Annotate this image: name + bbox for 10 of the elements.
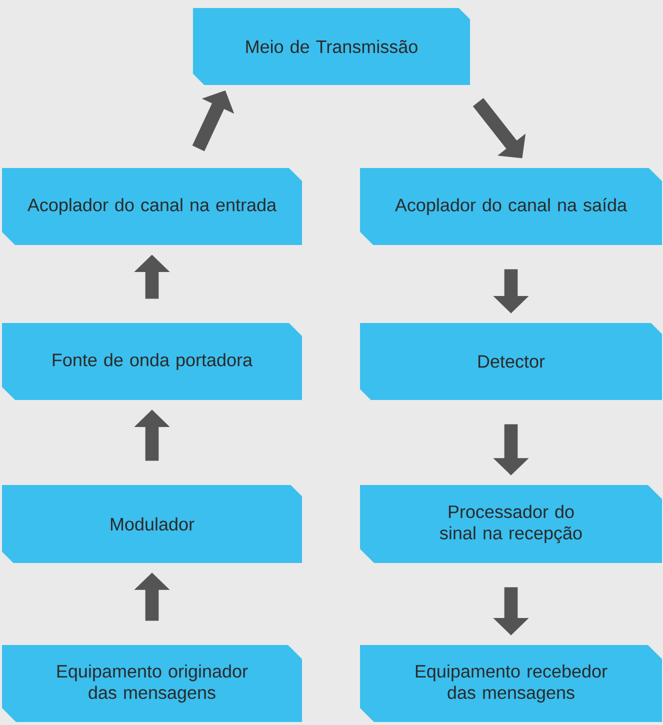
process-box: Equipamento recebedor das mensagens (360, 644, 662, 722)
process-box: Processador do sinal na recepção (360, 485, 662, 563)
process-box: Equipamento originador das mensagens (2, 644, 302, 722)
process-box: Acoplador do canal na entrada (2, 168, 302, 246)
process-box: Modulador (2, 485, 302, 563)
process-box: Fonte de onda portadora (2, 322, 302, 400)
process-box: Meio de Transmissão (192, 8, 470, 86)
process-box: Detector (360, 322, 662, 400)
process-box: Acoplador do canal na saída (360, 168, 662, 246)
arrow (472, 98, 526, 158)
